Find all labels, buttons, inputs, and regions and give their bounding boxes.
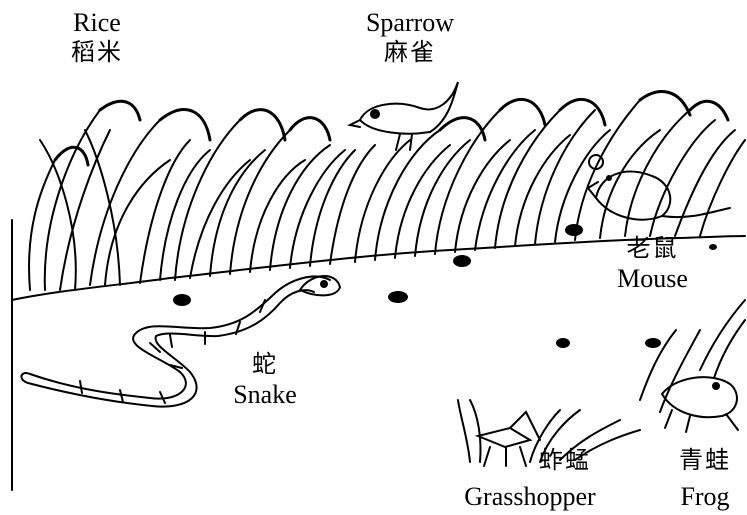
mouse-label-english: Mouse [600, 266, 705, 292]
rice-label: Rice 稻米 [62, 10, 132, 64]
snake-label-english: Snake [210, 382, 320, 408]
snake-label-chinese: 蛇 [210, 352, 320, 376]
grasshopper-label-english: Grasshopper [440, 484, 620, 510]
grasshopper-english-label: Grasshopper [440, 484, 620, 510]
rice-label-english: Rice [62, 10, 132, 36]
grasshopper-chinese-label: 蚱蜢 [520, 448, 610, 472]
frog-label-chinese: 青蛙 [668, 448, 742, 472]
rice-label-chinese: 稻米 [62, 40, 132, 64]
sparrow-label-english: Sparrow [355, 10, 465, 36]
snake-label: 蛇 Snake [210, 352, 320, 408]
frog-label-english: Frog [668, 484, 742, 510]
sparrow-label: Sparrow 麻雀 [355, 10, 465, 64]
sparrow-figure [350, 82, 458, 150]
mouse-label-chinese: 老鼠 [600, 236, 705, 260]
grasshopper-label-chinese: 蚱蜢 [520, 448, 610, 472]
frog-label: 青蛙 Frog [668, 448, 742, 510]
sparrow-label-chinese: 麻雀 [355, 40, 465, 64]
frog-figure [640, 300, 745, 432]
mouse-label: 老鼠 Mouse [600, 236, 705, 292]
